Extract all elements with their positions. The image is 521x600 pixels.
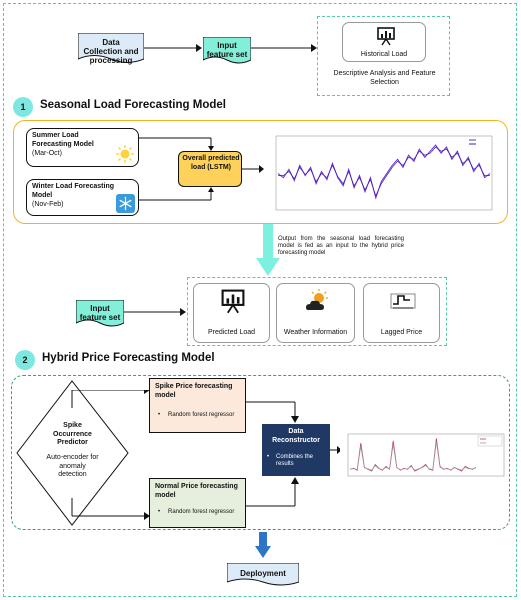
load-series-predicted	[278, 146, 490, 197]
seasonal-load-chart	[264, 126, 499, 222]
input-feature-set-middle-label: Input feature set	[79, 304, 121, 322]
models-to-reconstructor-connectors	[246, 401, 299, 507]
big-down-arrow	[256, 224, 280, 276]
price-legend	[477, 435, 503, 447]
predicted-load-label: Predicted Load	[207, 329, 256, 336]
summer-model-box: Summer Load Forecasting Model (Mar-Oct)	[26, 128, 139, 167]
presentation-chart-icon	[221, 289, 245, 314]
output-note: Output from the seasonal load forecastin…	[278, 236, 404, 256]
input-feature-set-middle: Input feature set	[76, 300, 124, 328]
deployment-label: Deployment	[240, 569, 286, 578]
normal-model-title: Normal Price forecasting model	[155, 483, 238, 499]
normal-bullet-text: Random forest regressor	[168, 509, 235, 515]
arrow-collection-to-input	[144, 44, 202, 52]
input-feature-set-top-label: Input feature set	[206, 41, 248, 59]
spike-predictor-title: Spike Occurrence Predictor	[53, 422, 92, 446]
normal-model-box: Normal Price forecasting model • Random …	[149, 478, 246, 528]
spike-bullet-text: Random forest regressor	[168, 412, 235, 418]
arrow-reconstructor-to-chart	[330, 446, 342, 454]
diamond-to-models-connectors	[71, 390, 150, 520]
outer-frame	[3, 3, 517, 597]
section1-title: Seasonal Load Forecasting Model	[40, 99, 226, 111]
hybrid-model-panel	[11, 375, 510, 530]
autoencoder-label: Auto-encoder for anomaly detection	[46, 454, 99, 478]
deployment-box: Deployment	[227, 563, 299, 587]
section1-number: 1	[13, 97, 33, 117]
price-step-chart-icon	[390, 293, 416, 309]
lagged-price-card: Lagged Price	[363, 283, 440, 343]
seasonal-model-panel	[13, 120, 508, 224]
deployment-arrow	[255, 532, 271, 558]
load-legend	[469, 139, 476, 145]
seasonal-merge-lines	[139, 137, 214, 201]
summer-model-title: Summer Load Forecasting Model	[32, 132, 94, 148]
arrow-input-to-features	[124, 308, 186, 316]
winter-model-title: Winter Load Forecasting Model	[32, 183, 115, 199]
price-series-predicted	[350, 441, 477, 471]
snowflake-icon	[116, 194, 135, 213]
reconstructor-bullet-dot: •	[267, 454, 270, 460]
sun-icon	[116, 145, 134, 163]
arrow-overall-to-chart	[242, 165, 264, 173]
winter-model-box: Winter Load Forecasting Model (Nov-Feb)	[26, 179, 139, 216]
spike-model-box: Spike Price forecasting model • Random f…	[149, 378, 246, 433]
winter-months: (Nov-Feb)	[32, 201, 64, 208]
reconstructor-title: Data Reconstructor	[272, 428, 320, 444]
historical-load-label: Historical Load	[360, 51, 408, 58]
presentation-chart-icon	[377, 27, 395, 46]
price-chart	[340, 428, 508, 482]
reconstructor-bullet-text: Combines the results	[276, 454, 314, 467]
weather-icon	[306, 289, 328, 310]
data-reconstructor-box: Data Reconstructor • Combines the result…	[262, 424, 330, 476]
spike-predictor-diamond	[16, 380, 129, 526]
normal-bullet-dot: •	[158, 509, 161, 515]
historical-load-panel: Historical Load Descriptive Analysis and…	[317, 16, 450, 96]
predicted-load-card: Predicted Load	[193, 283, 270, 343]
overall-load-label: Overall predicted load (LSTM)	[182, 155, 240, 171]
lagged-price-label: Lagged Price	[380, 329, 423, 336]
data-collection-label: Data Collection and processing	[83, 38, 139, 65]
arrow-input-to-historical	[251, 44, 317, 52]
overall-load-box: Overall predicted load (LSTM)	[178, 151, 242, 187]
descriptive-analysis-label: Descriptive Analysis and Feature Selecti…	[333, 70, 436, 86]
summer-months: (Mar-Oct)	[32, 150, 62, 157]
section2-title: Hybrid Price Forecasting Model	[42, 352, 215, 364]
weather-card: Weather Information	[276, 283, 355, 343]
data-collection-box: Data Collection and processing	[78, 33, 144, 65]
feature-panel: Predicted Load Weather Information Lagge…	[187, 277, 447, 346]
section2-number: 2	[15, 350, 35, 370]
spike-bullet-dot: •	[158, 412, 161, 418]
input-feature-set-top: Input feature set	[203, 37, 251, 65]
historical-load-card: Historical Load	[342, 22, 426, 62]
spike-model-title: Spike Price forecasting model	[155, 383, 233, 399]
weather-label: Weather Information	[283, 329, 348, 336]
